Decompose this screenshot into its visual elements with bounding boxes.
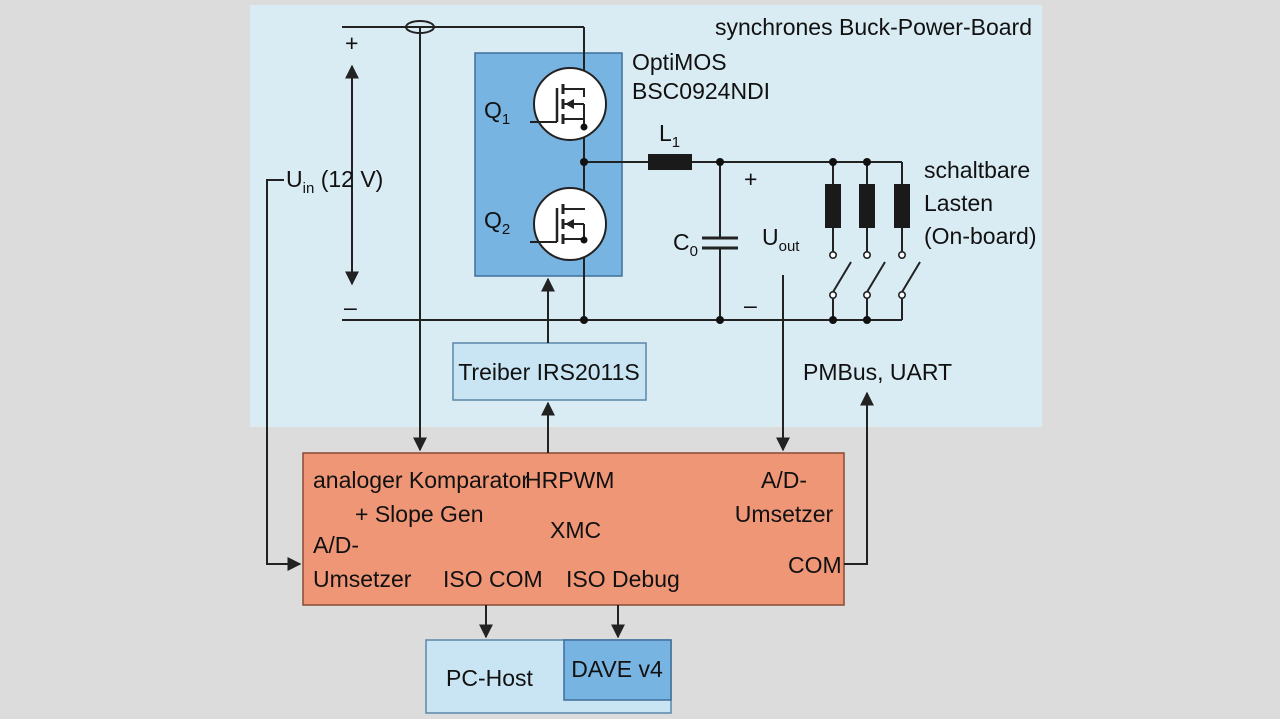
- mcu-core-label: XMC: [550, 517, 601, 543]
- mcu-adc-right-line2: Umsetzer: [735, 501, 834, 527]
- inductor-label: L1: [659, 120, 680, 151]
- load-switch-1: [832, 261, 852, 293]
- output-voltage-label: Uout: [762, 224, 800, 255]
- load-switch-2: [866, 261, 886, 293]
- mcu-hrpwm: HRPWM: [525, 467, 614, 493]
- mcu-adc-left-line2: Umsetzer: [313, 566, 412, 592]
- q2-label: Q2: [484, 207, 510, 238]
- junction-cap-bottom: [716, 316, 724, 324]
- dave-label: DAVE v4: [571, 656, 663, 682]
- load-resistor-3: [894, 184, 910, 228]
- junction-load-1-bottom: [829, 316, 837, 324]
- input-minus: –: [344, 294, 357, 320]
- mosfet-name-line2: BSC0924NDI: [632, 78, 770, 104]
- loads-line3: (On-board): [924, 223, 1036, 249]
- dave-box: [563, 639, 672, 701]
- mcu-comparator-line1: analoger Komparator: [313, 467, 529, 493]
- load-switch-3: [901, 261, 921, 293]
- board-title: synchrones Buck-Power-Board: [715, 14, 1032, 40]
- mcu-adc-left-line1: A/D-: [313, 532, 359, 558]
- mcu-com: COM: [788, 552, 842, 578]
- output-plus: +: [744, 166, 757, 192]
- junction-cap-top: [716, 158, 724, 166]
- host-label: PC-Host: [446, 665, 534, 691]
- mcu-comparator-line2: + Slope Gen: [355, 501, 484, 527]
- capacitor-label: C0: [673, 229, 698, 260]
- junction-switch-node: [580, 158, 588, 166]
- mcu-box: [302, 452, 845, 606]
- bus-label: PMBus, UART: [803, 359, 952, 385]
- load-resistor-1: [825, 184, 841, 228]
- mosfet-q2: [530, 187, 607, 261]
- loads-line1: schaltbare: [924, 157, 1030, 183]
- loads-line2: Lasten: [924, 190, 993, 216]
- mcu-adc-right-line1: A/D-: [761, 467, 807, 493]
- uin-sense-line: [266, 179, 302, 571]
- mosfet-name-line1: OptiMOS: [632, 49, 727, 75]
- input-plus: +: [345, 30, 358, 56]
- junction-load-2-bottom: [863, 316, 871, 324]
- switchable-loads: [825, 162, 921, 320]
- mcu-iso-debug: ISO Debug: [566, 566, 680, 592]
- output-minus: –: [744, 292, 757, 318]
- mosfet-q1: [530, 67, 607, 141]
- driver-box: [452, 342, 647, 401]
- q1-label: Q1: [484, 97, 510, 128]
- input-voltage-label: Uin (12 V): [286, 166, 383, 197]
- junction-load-2-top: [863, 158, 871, 166]
- junction-ground-q2: [580, 316, 588, 324]
- mcu-iso-com: ISO COM: [443, 566, 543, 592]
- junction-load-1-top: [829, 158, 837, 166]
- driver-label: Treiber IRS2011S: [458, 359, 640, 385]
- inductor: [648, 154, 692, 170]
- load-resistor-2: [859, 184, 875, 228]
- com-to-bus: [844, 391, 874, 565]
